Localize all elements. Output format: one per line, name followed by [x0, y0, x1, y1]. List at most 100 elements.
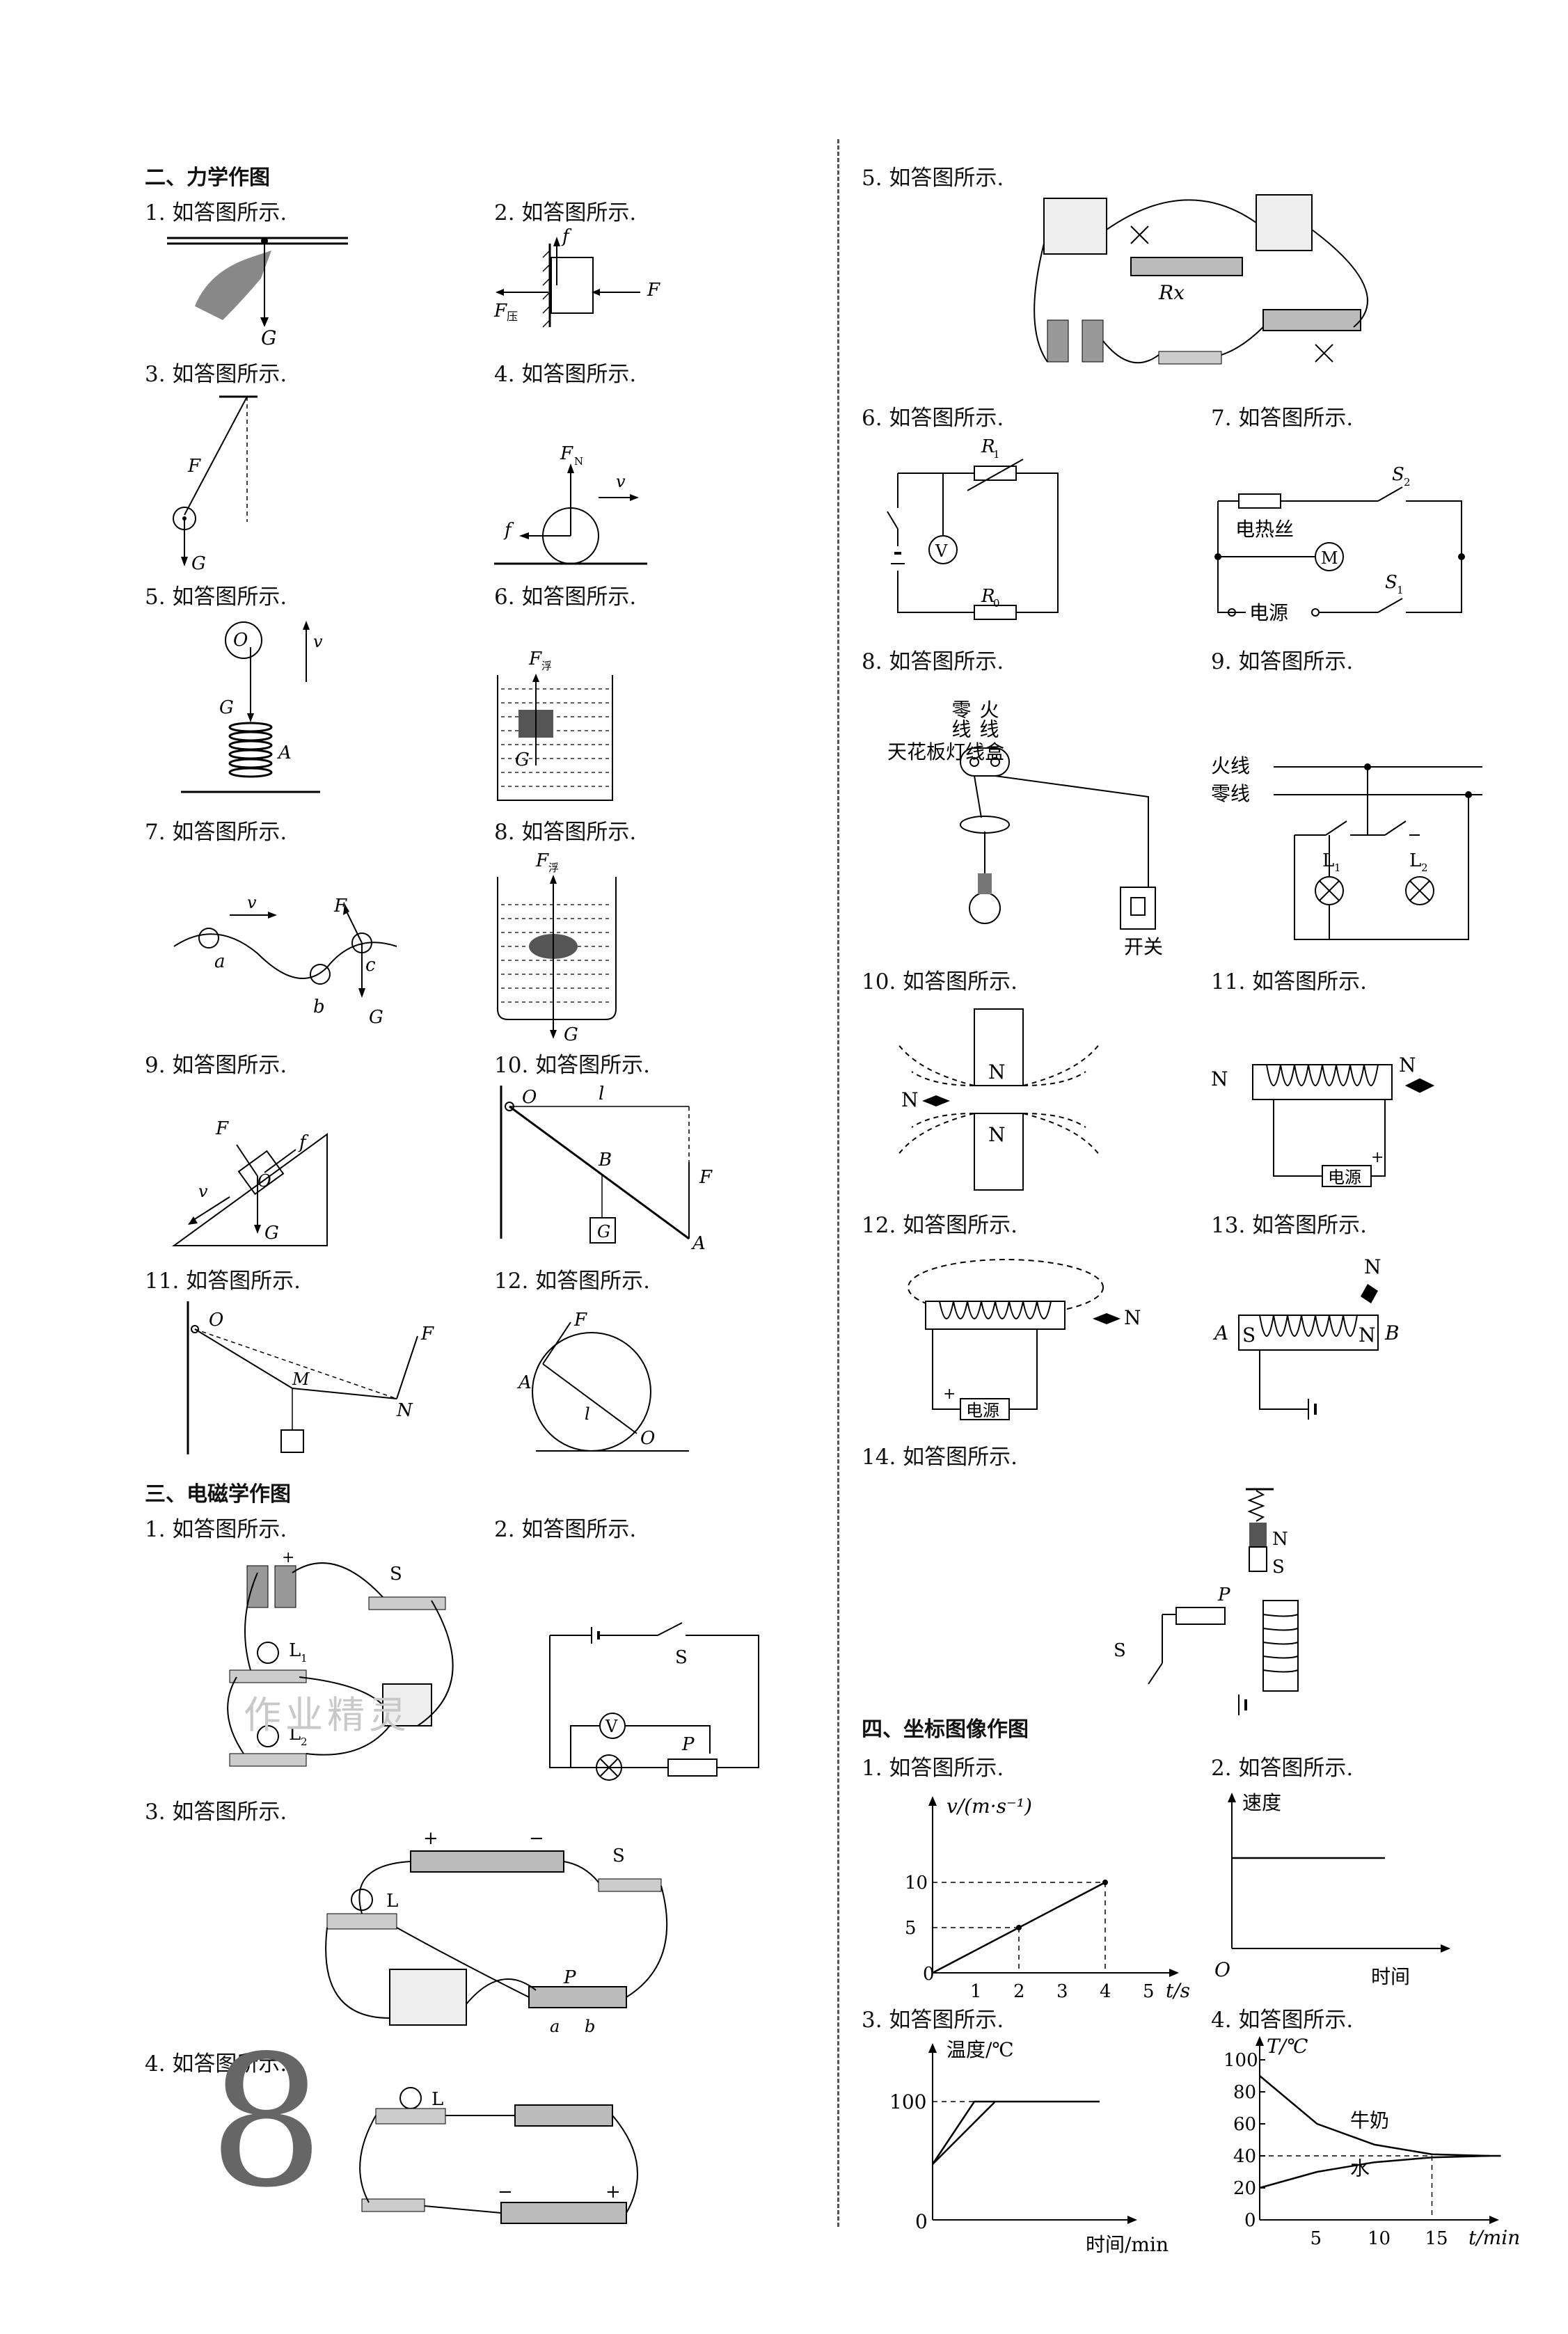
svg-text:G: G: [261, 326, 276, 349]
svg-text:v: v: [313, 632, 323, 651]
svg-text:M: M: [292, 1370, 310, 1389]
y-axis-label: T/℃: [1267, 2035, 1308, 2058]
motor-label: M: [1321, 548, 1338, 568]
y-tick-label: 20: [1233, 2178, 1256, 2199]
svg-text:S: S: [1385, 572, 1397, 593]
watermark-1: 作业精灵: [244, 1693, 411, 1737]
e8-figure: 零线 火线 天花板灯线盒 开关: [887, 699, 1163, 958]
svg-text:+: +: [605, 2182, 621, 2202]
svg-text:L: L: [289, 1724, 301, 1745]
m5-figure: O G A v: [181, 621, 323, 793]
y-axis-arrow: [928, 1796, 937, 1806]
svg-text:a: a: [550, 2017, 560, 2036]
svg-text:L: L: [289, 1640, 301, 1661]
svg-text:2: 2: [301, 1736, 308, 1748]
svg-text:P: P: [1217, 1585, 1230, 1605]
svg-text:S: S: [1114, 1640, 1126, 1661]
series-label: 牛奶: [1350, 2109, 1389, 2132]
series-label: 水: [1350, 2157, 1370, 2180]
svg-text:F: F: [187, 456, 201, 477]
x-axis-label: 时间/min: [1086, 2233, 1169, 2256]
m10-figure: O l F A B G: [500, 1083, 713, 1254]
m11-label: 11. 如答图所示.: [145, 1269, 301, 1294]
x-tick-label: 2: [1013, 1981, 1025, 2002]
e14-label: 14. 如答图所示.: [862, 1445, 1018, 1470]
power-label-e12: 电源: [966, 1401, 999, 1420]
m5-label: 5. 如答图所示.: [145, 585, 287, 610]
svg-text:1: 1: [1397, 584, 1404, 596]
m9-label: 9. 如答图所示.: [145, 1053, 287, 1078]
e4-label: 4. 如答图所示.: [145, 2051, 287, 2077]
svg-text:N: N: [1272, 1529, 1288, 1550]
svg-text:v: v: [616, 472, 626, 491]
svg-text:N: N: [1211, 1067, 1228, 1090]
x-tick-label: 10: [1368, 2228, 1391, 2249]
switch-label: 开关: [1124, 935, 1163, 958]
m1-label: 1. 如答图所示.: [145, 200, 287, 225]
svg-text:1: 1: [993, 448, 1000, 461]
svg-text:V: V: [935, 541, 948, 561]
svg-text:l: l: [599, 1083, 604, 1104]
y-axis-arrow: [1228, 1793, 1236, 1802]
x-axis-arrow: [1441, 1944, 1450, 1953]
svg-text:1: 1: [301, 1652, 308, 1665]
svg-text:压: 压: [507, 310, 518, 323]
x-tick-label: 1: [970, 1981, 982, 2002]
m12-label: 12. 如答图所示.: [494, 1269, 651, 1294]
svg-text:B: B: [598, 1150, 612, 1170]
svg-text:f: f: [561, 226, 572, 247]
svg-text:O: O: [258, 1171, 271, 1191]
svg-text:b: b: [585, 2017, 595, 2036]
x-axis-arrow: [1169, 1969, 1179, 1977]
m7-figure: v a b c F G: [173, 893, 397, 1028]
svg-text:v: v: [247, 893, 257, 912]
svg-text:O: O: [209, 1310, 223, 1331]
svg-text:V: V: [605, 1717, 618, 1736]
g3-label: 3. 如答图所示.: [862, 2008, 1004, 2033]
column-divider: [837, 139, 839, 2227]
live-label-top: 火线: [977, 699, 1000, 738]
origin-tick: 0: [923, 1964, 935, 1985]
svg-text:A: A: [1212, 1321, 1228, 1344]
svg-text:R: R: [981, 436, 995, 457]
series-line: [931, 2100, 1100, 2165]
svg-text:G: G: [515, 749, 530, 770]
svg-text:N: N: [901, 1088, 919, 1111]
series-line: [1259, 2075, 1490, 2157]
svg-text:F: F: [333, 896, 347, 916]
m8-label: 8. 如答图所示.: [494, 820, 637, 845]
series-line: [1259, 2154, 1490, 2189]
svg-text:F: F: [535, 850, 549, 871]
e10-label: 10. 如答图所示.: [862, 969, 1018, 994]
e11-label: 11. 如答图所示.: [1211, 969, 1368, 994]
svg-text:v: v: [198, 1182, 208, 1201]
svg-text:O: O: [522, 1087, 537, 1108]
svg-text:O: O: [233, 630, 248, 651]
y-tick-label: 0: [915, 2210, 928, 2233]
svg-text:c: c: [365, 955, 376, 976]
svg-text:2: 2: [1404, 476, 1411, 489]
m12-figure: O A l F: [517, 1310, 689, 1452]
e4-figure: L −+: [359, 2087, 638, 2224]
svg-text:F: F: [699, 1167, 713, 1188]
svg-text:P: P: [563, 1967, 576, 1988]
y-tick-label: 10: [905, 1873, 928, 1894]
svg-text:F: F: [420, 1324, 434, 1344]
svg-text:F: F: [215, 1118, 229, 1139]
y-axis-arrow: [1256, 2036, 1264, 2046]
e6-label: 6. 如答图所示.: [862, 406, 1004, 431]
svg-text:2: 2: [1421, 862, 1428, 874]
svg-text:浮: 浮: [548, 862, 559, 874]
svg-text:b: b: [313, 997, 325, 1017]
y-axis-arrow: [928, 2043, 937, 2053]
svg-text:N: N: [574, 455, 583, 468]
m3-label: 3. 如答图所示.: [145, 362, 287, 387]
svg-text:N: N: [1364, 1255, 1381, 1278]
svg-text:L: L: [386, 1891, 398, 1912]
